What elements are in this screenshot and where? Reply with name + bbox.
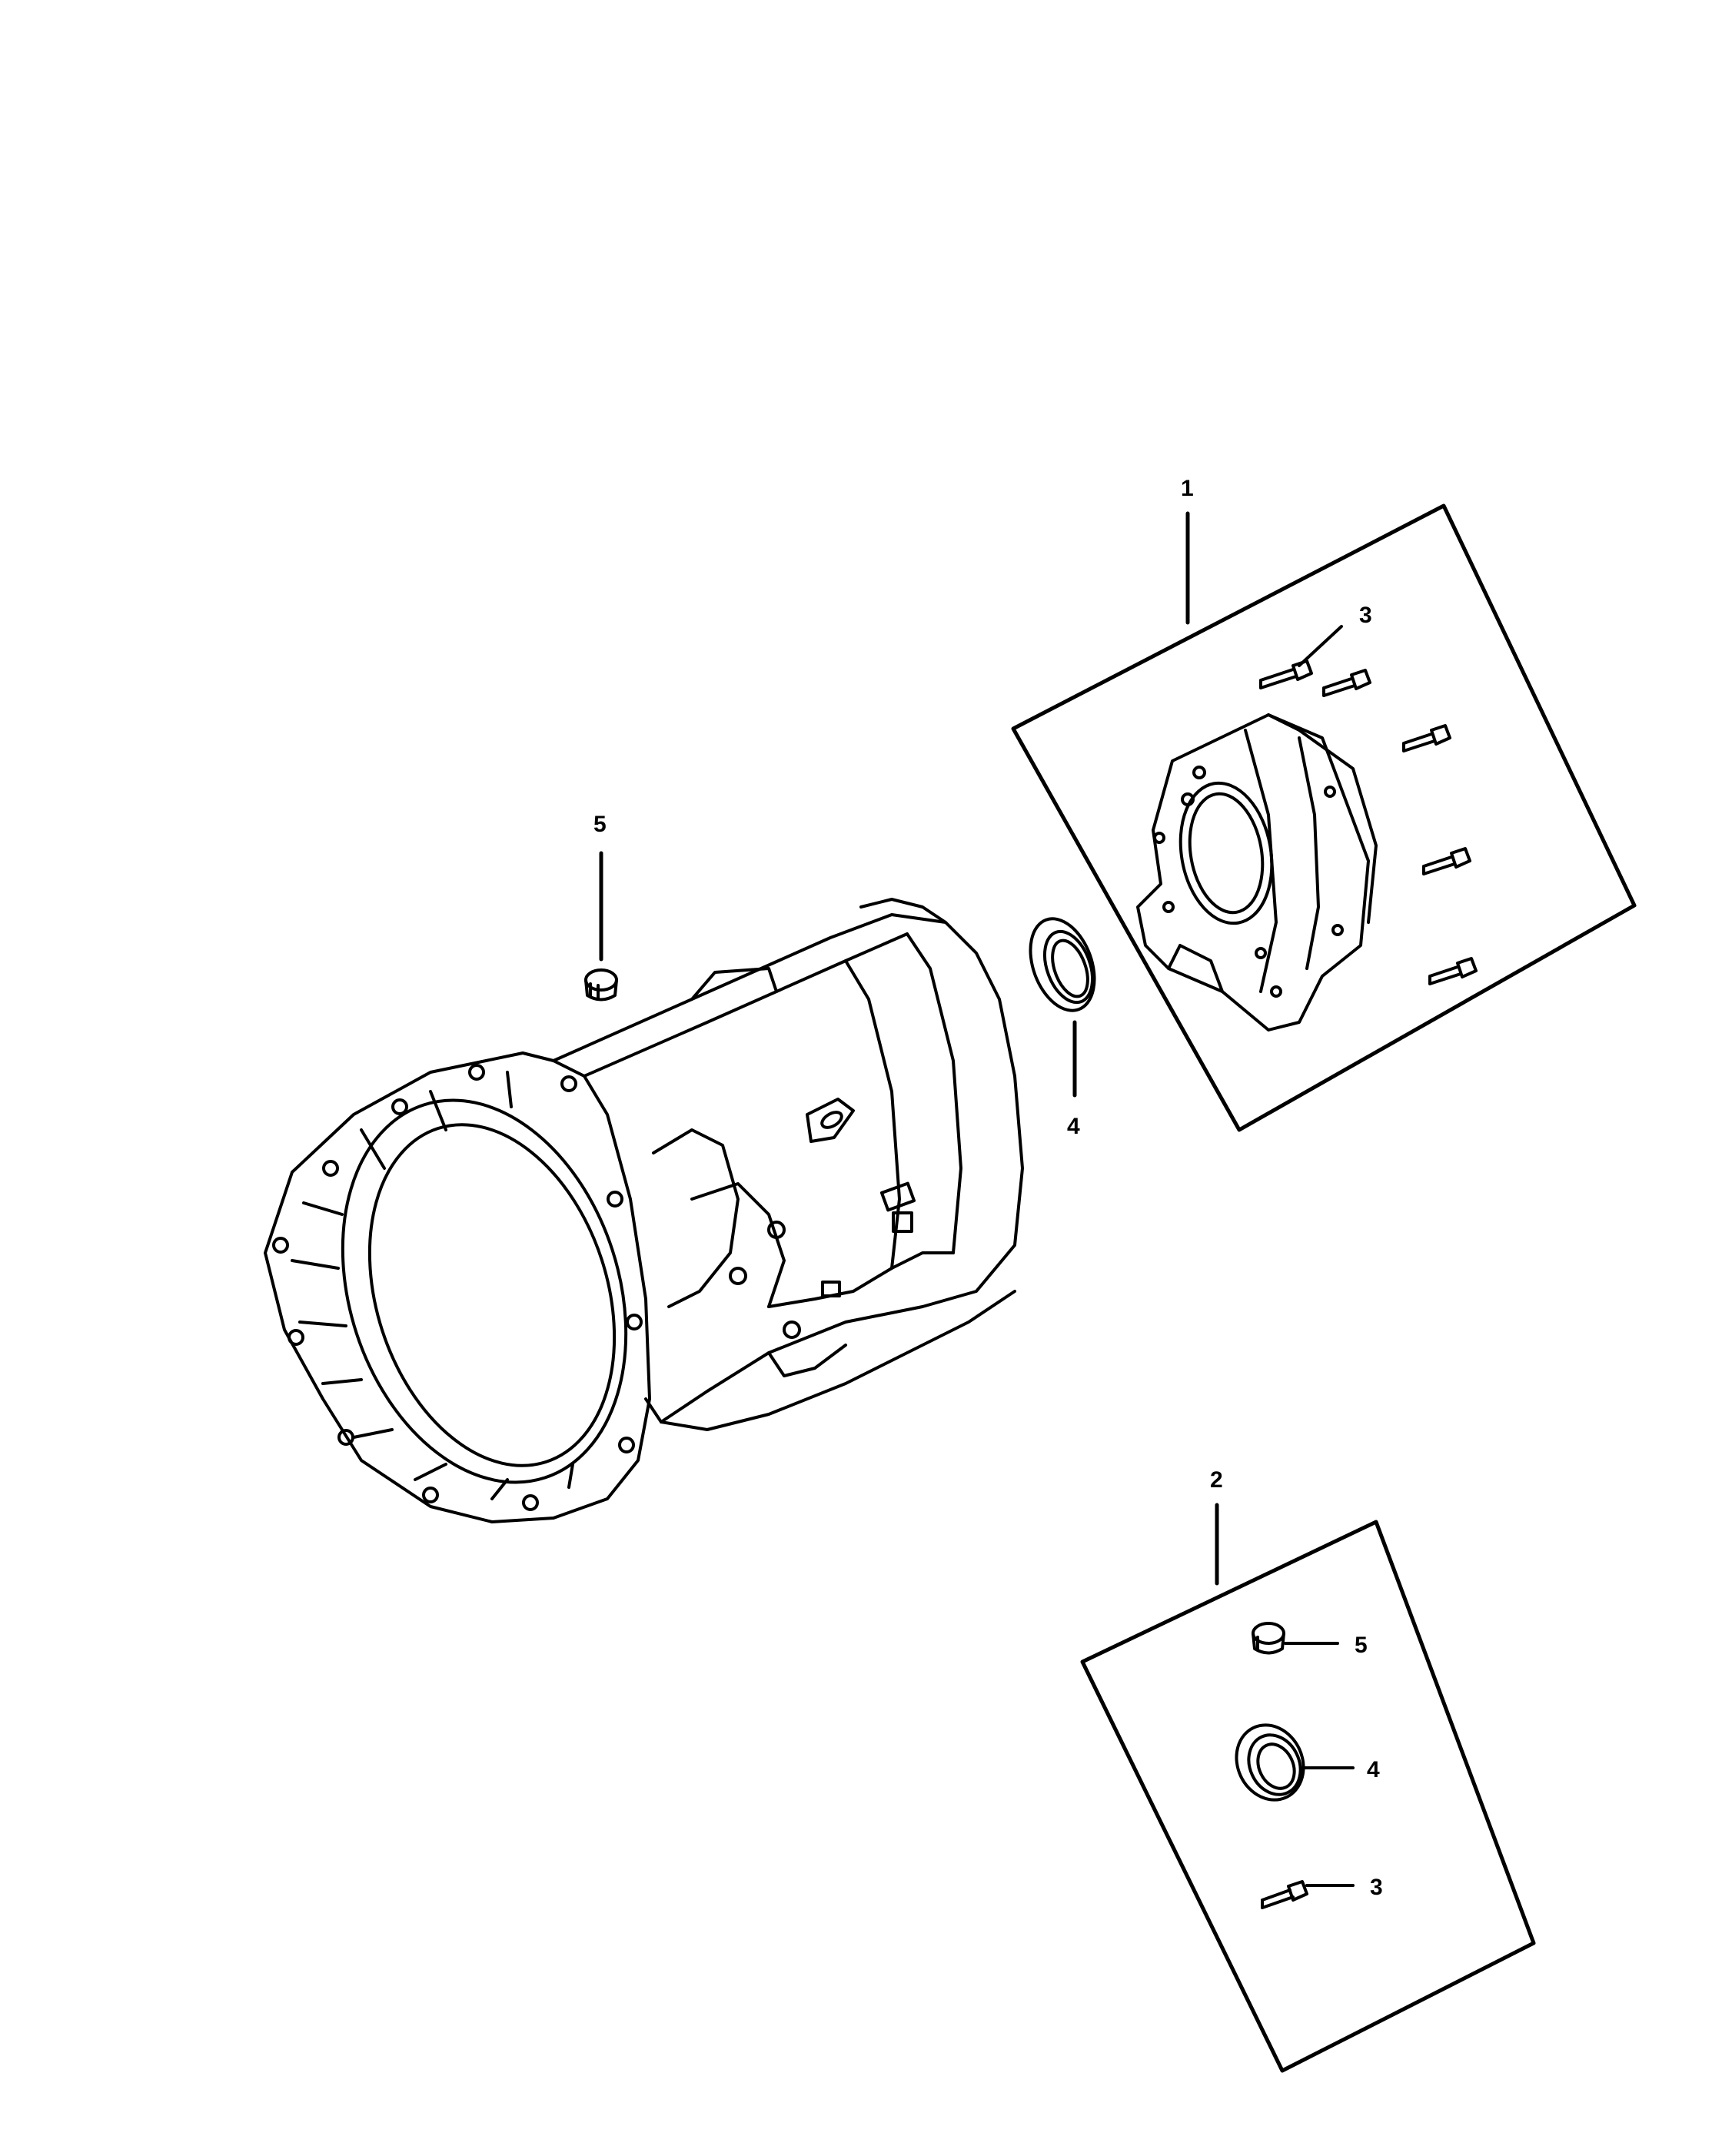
bolt-icon xyxy=(1422,847,1471,875)
bolt-callout-kit-2: 3 xyxy=(1370,1875,1383,1900)
bolt-leader xyxy=(1298,625,1343,667)
bolt-icon xyxy=(1261,1880,1308,1909)
transmission-case-drawing xyxy=(264,898,1024,1523)
extension-housing-drawing xyxy=(1136,713,1378,1031)
kit-1-frame xyxy=(1011,503,1637,1132)
seal-main: 4 xyxy=(1029,917,1096,1139)
kit-1-group: 1 xyxy=(1011,476,1637,1132)
kit-2-frame xyxy=(1080,1520,1536,2073)
bolt-icon xyxy=(1402,724,1451,752)
seal-icon xyxy=(1235,1723,1305,1802)
plug-icon xyxy=(584,968,618,1002)
seal-callout-main: 4 xyxy=(1067,1114,1080,1139)
kit-1-callout: 1 xyxy=(1181,476,1194,501)
bolt-callout-kit-1: 3 xyxy=(1359,603,1372,628)
kit-2-callout: 2 xyxy=(1210,1467,1223,1493)
plug-icon xyxy=(1252,1622,1285,1655)
seal-callout-kit-2: 4 xyxy=(1367,1757,1380,1782)
plug-main: 5 xyxy=(584,812,618,1002)
bolt-icon xyxy=(1322,669,1371,697)
seal-icon xyxy=(1029,917,1096,1012)
bolt-icon xyxy=(1259,659,1313,689)
bolt-icon xyxy=(1428,957,1478,985)
plug-callout-kit-2: 5 xyxy=(1355,1633,1368,1658)
kit-2-group: 2 5 4 3 xyxy=(1080,1467,1536,2073)
plug-callout-main: 5 xyxy=(593,812,607,837)
